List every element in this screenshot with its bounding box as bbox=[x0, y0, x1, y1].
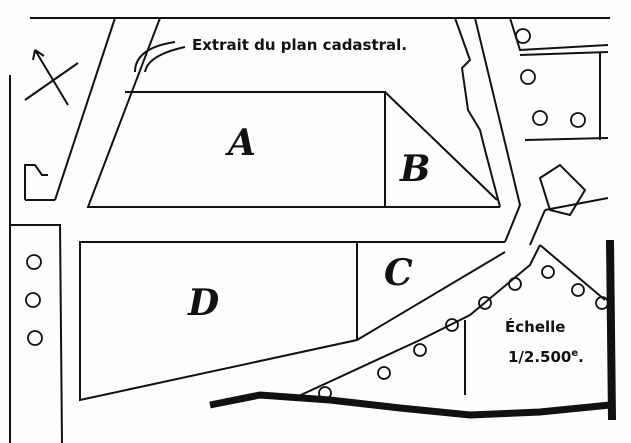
path-curve bbox=[134, 41, 176, 73]
path-curve bbox=[144, 46, 186, 73]
tree-icon bbox=[26, 254, 42, 270]
tree-icon bbox=[570, 112, 586, 128]
scale-label: Échelle bbox=[505, 318, 566, 336]
road-edge bbox=[289, 244, 541, 401]
trees bbox=[25, 28, 609, 400]
tree-icon bbox=[532, 110, 548, 126]
tree-icon bbox=[445, 318, 459, 332]
tree-icon bbox=[318, 386, 332, 400]
tree-icon bbox=[377, 366, 391, 380]
building bbox=[24, 164, 55, 201]
scale-ratio: 1/2.500 bbox=[508, 348, 572, 366]
road-edge bbox=[474, 17, 522, 243]
tree-icon bbox=[520, 69, 536, 85]
road-edge bbox=[10, 224, 63, 443]
tree-icon bbox=[595, 296, 609, 310]
tree-icon bbox=[508, 277, 522, 291]
scale-suffix: e bbox=[571, 348, 579, 359]
map-title: Extrait du plan cadastral. bbox=[192, 36, 408, 54]
tree-icon bbox=[571, 283, 585, 297]
tree-icon bbox=[541, 265, 555, 279]
tree-icon bbox=[25, 292, 41, 308]
lot-line bbox=[519, 51, 609, 211]
north-arrow-icon bbox=[24, 49, 79, 106]
road-edge bbox=[539, 244, 606, 301]
parcel-cd-outline bbox=[79, 209, 546, 402]
torn-edge bbox=[606, 239, 616, 421]
road-edge bbox=[509, 17, 609, 52]
scale-end: . bbox=[578, 348, 584, 366]
tree-icon bbox=[27, 330, 43, 346]
torn-edge bbox=[209, 391, 611, 419]
pond-outline bbox=[538, 163, 587, 217]
tree-icon bbox=[515, 28, 531, 44]
tree-icon bbox=[478, 296, 492, 310]
road-edge bbox=[54, 17, 116, 201]
parcel-label-d: D bbox=[188, 282, 220, 324]
parcel-label-c: C bbox=[384, 252, 413, 294]
parcel-label-a: A bbox=[228, 122, 256, 164]
building-outline bbox=[454, 17, 501, 208]
scale-value: 1/2.500e. bbox=[508, 348, 584, 366]
road-edge bbox=[86, 17, 500, 208]
parcel-ab-outline bbox=[125, 91, 498, 207]
tree-icon bbox=[413, 343, 427, 357]
parcel-label-b: B bbox=[400, 148, 431, 190]
